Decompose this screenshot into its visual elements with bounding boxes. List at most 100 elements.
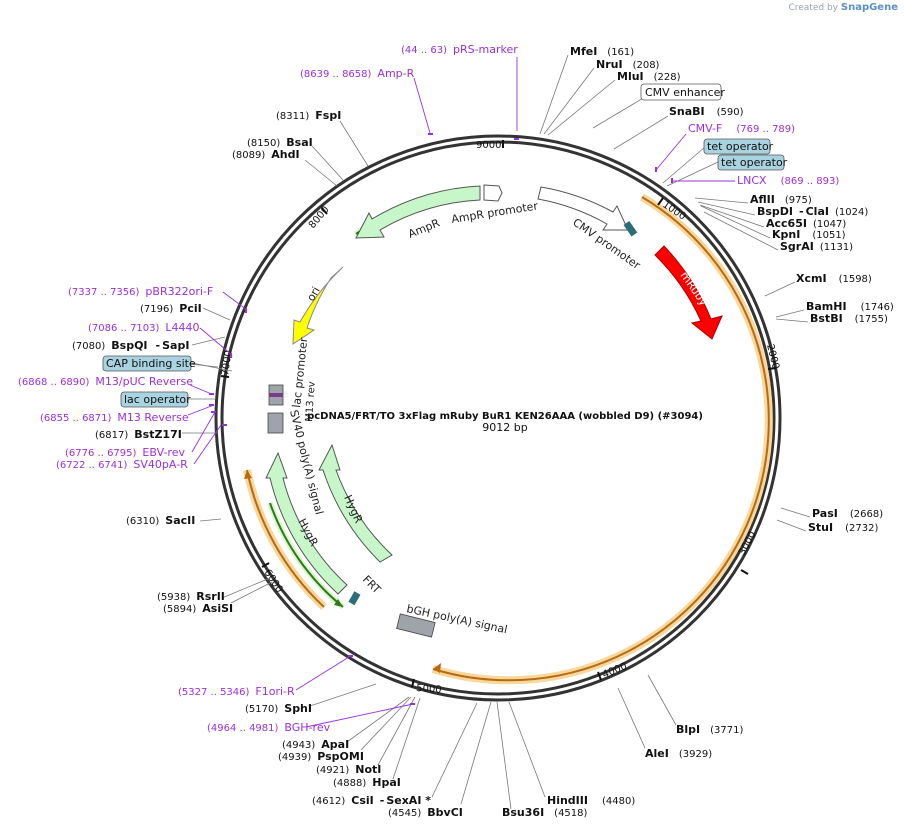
enzyme-pspomi[interactable]: (4939)PspOMI (278, 750, 364, 763)
primer-l4440[interactable]: (7086 .. 7103)L4440 (88, 321, 200, 334)
enzyme-apai[interactable]: (4943)ApaI (282, 738, 349, 751)
enzyme-sacii[interactable]: (6310)SacII (126, 514, 195, 527)
enzyme-mfei[interactable]: MfeI(161) (570, 45, 634, 58)
enzyme-bspqi-sapi[interactable]: (7080)BspQI-SapI (72, 339, 189, 352)
enzyme-csii-sexai[interactable]: (4612)CsiI-SexAI * (312, 794, 431, 807)
tet-operator-box (623, 220, 638, 237)
tet-operator-box-1 (703, 138, 771, 155)
enzyme-pcii[interactable]: (7196)PciI (140, 302, 202, 315)
tick-marks (220, 140, 777, 688)
enzyme-asisi[interactable]: (5894)AsiSI (163, 602, 233, 615)
enzyme-bbvci[interactable]: (4545)BbvCI (388, 806, 463, 819)
ampr-promoter-label: AmpR promoter (450, 199, 539, 226)
enzyme-bstbi[interactable]: BstBI(1755) (810, 312, 888, 325)
orange-orf-main-glow (431, 193, 773, 685)
orange-orf-left (246, 469, 325, 608)
hygr-arrow-outer (265, 451, 348, 595)
enzyme-bspdi-clai[interactable]: BspDI-ClaI(1024) (757, 205, 868, 218)
enzyme-alei[interactable]: AleI(3929) (645, 747, 712, 760)
backbone-outer (214, 134, 782, 702)
ampr-arrow (355, 185, 481, 239)
enzyme-sphi[interactable]: (5170)SphI (245, 702, 312, 715)
box-connectors (188, 146, 719, 400)
green-orf (269, 502, 344, 608)
snapgene-watermark: Created by SnapGene (788, 2, 898, 13)
bgh-polya-box (396, 613, 436, 638)
enzyme-blpi[interactable]: BlpI(3771) (676, 723, 743, 736)
primer-bgh-rev[interactable]: (4964 .. 4981)BGH-rev (207, 721, 331, 734)
primer-ebv-rev[interactable]: (6776 .. 6795)EBV-rev (65, 446, 185, 459)
snapgene-logo: SnapGene (840, 2, 898, 13)
enzyme-mlui[interactable]: MluI(228) (617, 70, 681, 83)
enzyme-bsu36i[interactable]: Bsu36I(4518) (502, 806, 588, 819)
lac-operator-box (120, 391, 189, 408)
primer-labels: (44 .. 63)pRS-marker (8639 .. 8658)Amp-R… (18, 43, 839, 734)
enzyme-stui[interactable]: StuI(2732) (808, 521, 878, 534)
primer-pbr322ori-f[interactable]: (7337 .. 7356)pBR322ori-F (68, 285, 213, 298)
primer-f1ori-r[interactable]: (5327 .. 5346)F1ori-R (178, 685, 295, 698)
primer-amp-r[interactable]: (8639 .. 8658)Amp-R (300, 67, 415, 80)
enzyme-labels: MfeI(161) NruI(208) MluI(228) SnaBI(590)… (72, 45, 894, 819)
primer-m13-puc-reverse[interactable]: (6868 .. 6890)M13/pUC Reverse (18, 375, 193, 388)
enzyme-kpni[interactable]: KpnI(1051) (772, 228, 846, 241)
ampr-promoter-arrow (483, 184, 503, 202)
tick-label-5000: 5000 (416, 683, 442, 696)
boxed-labels: CMV enhancer tet operator tet operator C… (102, 83, 788, 408)
plasmid-name: pcDNA5/FRT/TO 3xFlag mRuby BuR1 KEN26AAA… (307, 411, 703, 422)
enzyme-ahdi[interactable]: (8089)AhdI (232, 148, 300, 161)
m13-rev-label: M13 rev (304, 381, 318, 422)
mruby-arrow (654, 245, 723, 340)
primer-prs-marker[interactable]: (44 .. 63)pRS-marker (401, 43, 518, 56)
enzyme-fspi[interactable]: (8311)FspI (276, 109, 341, 122)
ori-arrow (292, 266, 344, 345)
enzyme-noti[interactable]: (4921)NotI (316, 763, 381, 776)
enzyme-bstz17i[interactable]: (6817)BstZ17I (95, 428, 182, 441)
enzyme-bsai[interactable]: (8150)BsaI (247, 136, 313, 149)
cmv-enhancer-box (640, 83, 722, 101)
primer-lncx[interactable]: LNCX(869 .. 893) (737, 174, 839, 187)
frt-box (348, 591, 361, 606)
tick-label-6000: 6000 (261, 568, 284, 595)
cmv-enhancer-label[interactable]: CMV enhancer (645, 86, 725, 99)
enzyme-snabi[interactable]: SnaBI(590) (669, 105, 744, 118)
created-by-text: Created by (788, 3, 838, 13)
enzyme-aflii[interactable]: AflII(975) (750, 193, 812, 206)
primer-cmv-f[interactable]: CMV-F(769 .. 789) (688, 122, 795, 135)
enzyme-pasi[interactable]: PasI(2668) (812, 507, 883, 520)
cap-binding-site-label[interactable]: CAP binding site (106, 357, 196, 370)
tet-operator-label-1[interactable]: tet operator (707, 140, 774, 153)
enzyme-bamhi[interactable]: BamHI(1746) (806, 300, 894, 313)
enzyme-xcmi[interactable]: XcmI(1598) (796, 272, 872, 285)
enzyme-rsrii[interactable]: (5938)RsrII (157, 590, 225, 603)
backbone-inner (220, 140, 776, 696)
orange-orf-left-head (244, 470, 252, 479)
primer-ticks (209, 133, 673, 705)
tet-operator-box-2 (717, 154, 785, 171)
tick-label-9000: 9000 (476, 140, 501, 151)
tet-operator-label-2[interactable]: tet operator (721, 156, 788, 169)
primer-connectors (187, 57, 735, 728)
ampr-label: AmpR (406, 216, 442, 240)
cap-binding-site-box (102, 355, 192, 372)
orange-orf-main (432, 196, 770, 682)
primer-m13-reverse[interactable]: (6855 .. 6871)M13 Reverse (40, 411, 189, 424)
green-orf-head (334, 599, 343, 607)
hygr-arrow-inner (318, 443, 393, 563)
enzyme-hindiii[interactable]: HindIII(4480) (547, 794, 635, 807)
tick-label-7000: 7000 (220, 350, 234, 377)
label-connectors (182, 54, 811, 810)
primer-sv40pa-r[interactable]: (6722 .. 6741)SV40pA-R (56, 458, 188, 471)
lac-operator-mark (269, 393, 283, 397)
orange-orf-main-head (433, 663, 441, 673)
enzyme-nrui[interactable]: NruI(208) (596, 58, 660, 71)
sv40-polya-label: SV40 poly(A) signal (287, 409, 326, 516)
enzyme-sgrai[interactable]: SgrAI(1131) (780, 240, 853, 253)
enzyme-hpai[interactable]: (4888)HpaI (333, 776, 401, 789)
enzyme-acc65i[interactable]: Acc65I(1047) (766, 217, 846, 230)
frt-label: FRT (360, 573, 383, 596)
ori-label: ori (304, 285, 322, 304)
lac-operator-label[interactable]: lac operator (124, 393, 191, 406)
sv40-feature-box (267, 412, 284, 434)
plasmid-size: 9012 bp (482, 421, 527, 434)
